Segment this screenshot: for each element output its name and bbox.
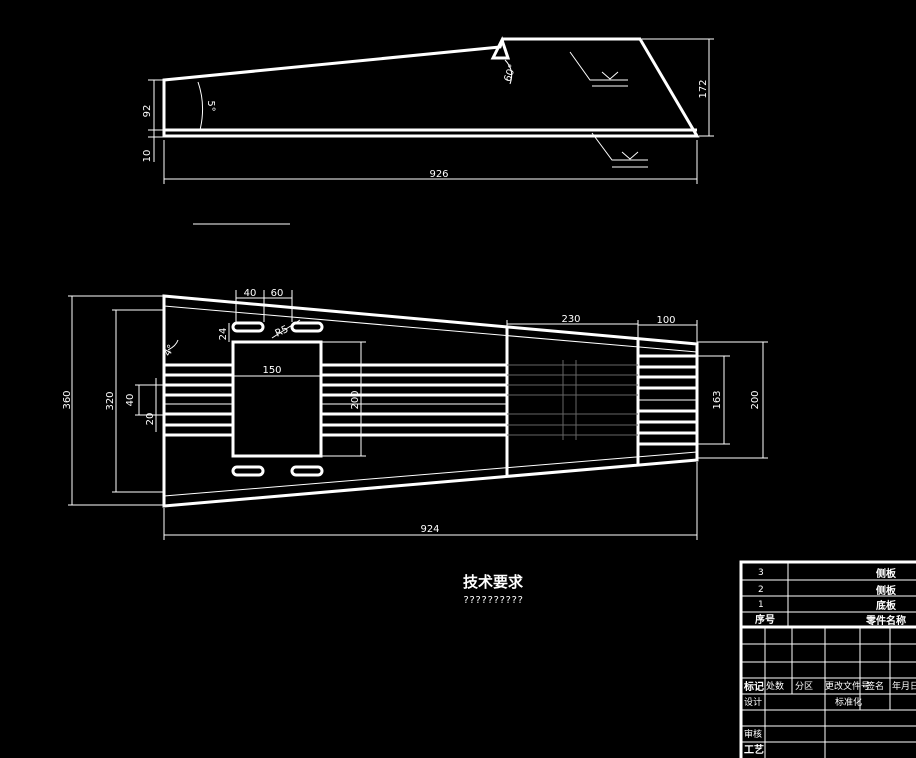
header-no: 序号 bbox=[755, 613, 775, 626]
tech-requirements-body: ?????????? bbox=[463, 595, 523, 606]
part-2-name: 侧板 bbox=[876, 584, 897, 597]
rib-lines-middle bbox=[507, 360, 638, 440]
sign-count: 处数 bbox=[766, 680, 784, 692]
technical-requirements: 技术要求 ?????????? bbox=[463, 573, 524, 606]
weld-leader-top bbox=[569, 51, 628, 81]
weld-leader-bottom bbox=[591, 132, 648, 161]
angle-5-label: 5° bbox=[205, 100, 216, 111]
leader-r5 bbox=[271, 319, 301, 339]
sign-mark: 标记 bbox=[743, 680, 764, 693]
design-label: 设计 bbox=[744, 696, 762, 708]
dim-926: 926 bbox=[429, 169, 448, 180]
dim-40-left: 40 bbox=[125, 394, 136, 407]
dim-92: 92 bbox=[142, 105, 153, 118]
slot-bottom-left bbox=[231, 465, 265, 477]
sign-signature: 签名 bbox=[866, 680, 884, 692]
header-name: 零件名称 bbox=[865, 614, 906, 627]
slot-top-left bbox=[231, 321, 265, 333]
dim-163: 163 bbox=[712, 390, 723, 409]
dim-150: 150 bbox=[262, 365, 281, 376]
sign-zone: 分区 bbox=[795, 681, 813, 692]
dim-24: 24 bbox=[218, 328, 229, 341]
part-1-name: 底板 bbox=[876, 599, 897, 612]
dim-100: 100 bbox=[656, 315, 675, 326]
plan-view: 360 320 40 20 40 60 24 R5 4° 150 200 230… bbox=[62, 288, 768, 540]
dim-angle-4: 4° bbox=[162, 343, 177, 358]
side-elevation-view: 92 10 172 926 5° 60° bbox=[142, 36, 714, 184]
dim-slot-60: 60 bbox=[271, 288, 284, 299]
part-3-name: 侧板 bbox=[876, 567, 897, 580]
dim-172: 172 bbox=[698, 79, 709, 98]
part-1-no: 1 bbox=[758, 600, 764, 610]
dim-360: 360 bbox=[62, 390, 73, 409]
part-3-no: 3 bbox=[758, 568, 764, 578]
sign-change-doc: 更改文件号 bbox=[825, 680, 870, 692]
dim-230: 230 bbox=[561, 314, 580, 325]
angle-arc-5 bbox=[197, 81, 204, 131]
tech-requirements-title: 技术要求 bbox=[463, 573, 524, 591]
dim-320: 320 bbox=[105, 391, 116, 410]
center-opening bbox=[231, 340, 323, 458]
dim-20: 20 bbox=[145, 413, 156, 426]
dim-200-center: 200 bbox=[350, 390, 361, 409]
dim-r5: R5 bbox=[274, 324, 291, 340]
dim-slot-40: 40 bbox=[244, 288, 257, 299]
angle-60-label: 60° bbox=[502, 63, 518, 83]
title-block: 3 侧板 2 侧板 1 底板 序号 零件名称 标记 处数 分区 更改文件号 签名… bbox=[739, 560, 916, 758]
rib-lines-right bbox=[638, 354, 697, 446]
part-2-no: 2 bbox=[758, 585, 764, 595]
review-label: 审核 bbox=[744, 728, 762, 740]
angle-arc-4 bbox=[167, 339, 179, 351]
sign-date: 年月日 bbox=[892, 680, 916, 692]
angle-arc-60 bbox=[504, 59, 513, 85]
weld-symbol-top bbox=[601, 71, 619, 80]
process-label: 工艺 bbox=[744, 743, 764, 756]
standard-label: 标准化 bbox=[835, 696, 862, 708]
weld-symbol-bottom bbox=[621, 151, 639, 160]
dim-924: 924 bbox=[420, 524, 439, 535]
rib-lines-left bbox=[164, 363, 507, 437]
dim-200-right: 200 bbox=[750, 390, 761, 409]
notch-triangle bbox=[490, 36, 511, 60]
side-outline bbox=[162, 37, 700, 138]
slot-top-right bbox=[290, 321, 324, 333]
dim-10: 10 bbox=[142, 150, 153, 163]
slot-bottom-right bbox=[290, 465, 324, 477]
